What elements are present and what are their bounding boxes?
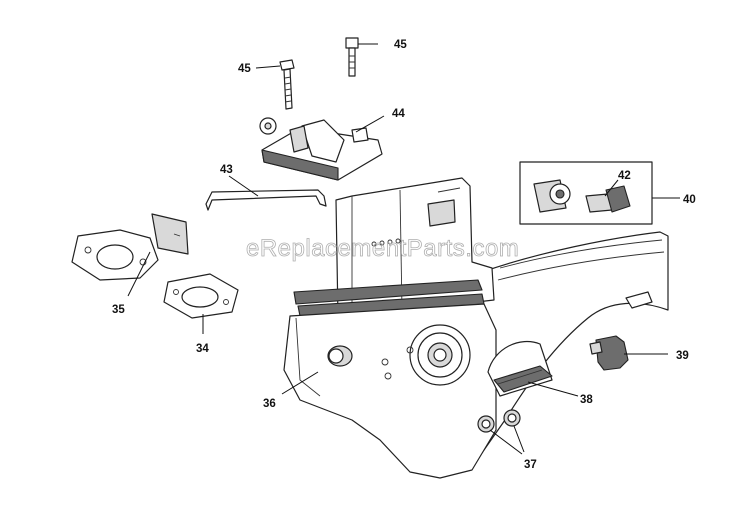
gasket-part-34	[163, 273, 239, 319]
callout-39: 39	[676, 350, 689, 362]
watermark-text: eReplacementParts.com	[246, 235, 519, 262]
gasket-bracket-part-35	[71, 213, 189, 281]
control-block-part-44	[259, 117, 383, 181]
bolt-left-part-45	[279, 59, 295, 110]
pull-handle-part-38	[487, 340, 553, 397]
callout-45-right: 45	[394, 39, 407, 51]
callout-43: 43	[220, 164, 233, 176]
callout-40: 40	[683, 194, 696, 206]
callout-34: 34	[196, 343, 209, 355]
callout-labels: 45 45 44 43 42 40 35 34 36 38 39 37	[112, 39, 696, 471]
callout-38: 38	[580, 394, 593, 406]
rod-part-43	[205, 189, 327, 211]
callout-36: 36	[263, 398, 276, 410]
detail-box-part-40	[519, 161, 653, 225]
key-part-39	[589, 335, 629, 371]
bolt-right-part-45	[345, 37, 359, 77]
nuts-part-37	[477, 409, 521, 433]
callout-37: 37	[524, 459, 537, 471]
leader-lines	[127, 43, 680, 455]
callout-42: 42	[618, 170, 631, 182]
callout-44: 44	[392, 108, 405, 120]
callout-35: 35	[112, 304, 125, 316]
callout-45-left: 45	[238, 63, 251, 75]
main-housing-part-36	[283, 177, 669, 479]
